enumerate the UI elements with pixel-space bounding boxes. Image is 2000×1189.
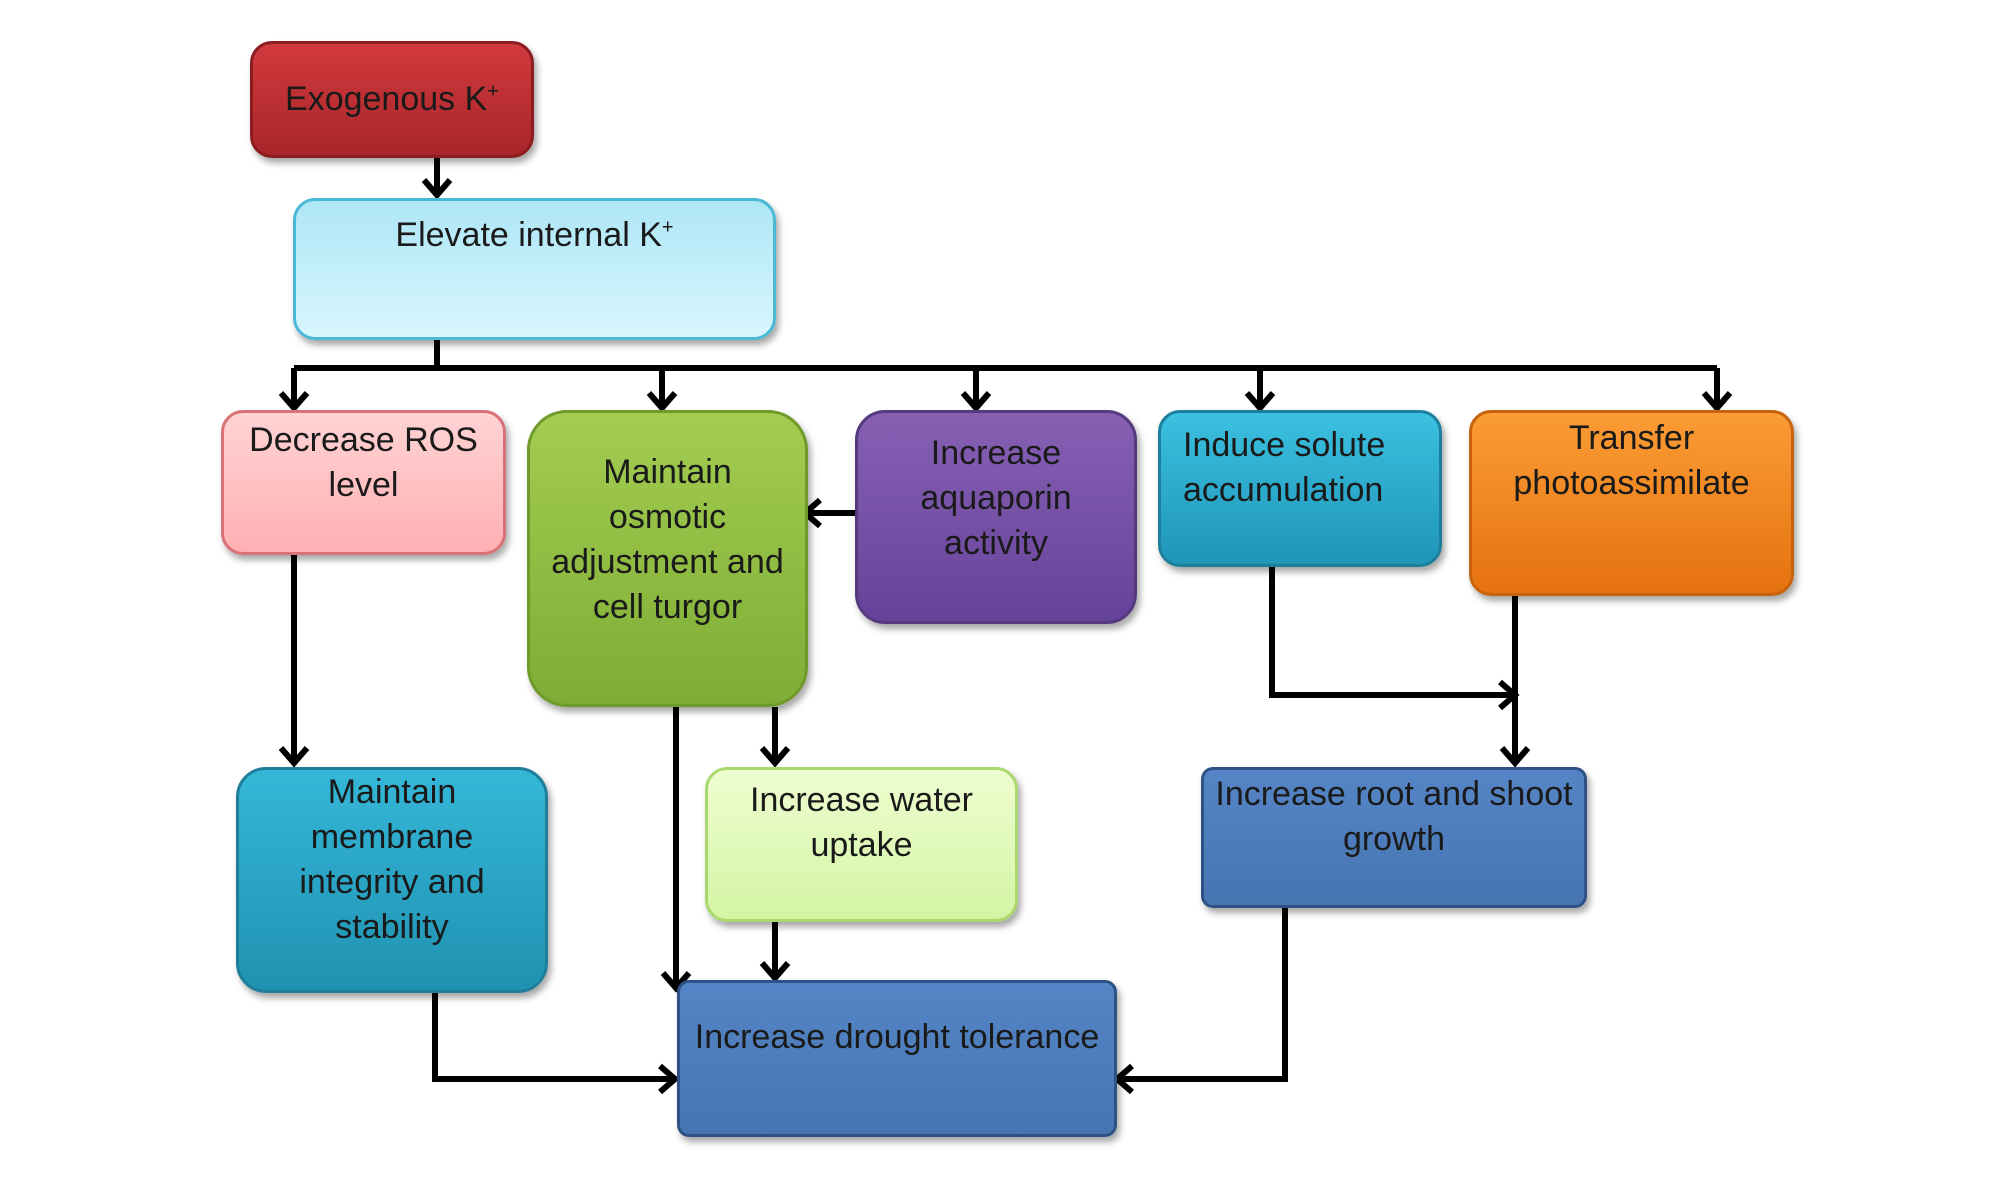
node-increase-drought-tolerance: Increase drought tolerance xyxy=(677,980,1117,1137)
arrowhead xyxy=(646,391,678,413)
node-increase-aquaporin: Increase aquaporin activity xyxy=(855,410,1137,624)
arrowhead xyxy=(1244,391,1276,413)
arrowhead xyxy=(660,971,692,993)
node-decrease-ros-label: Decrease ROS level xyxy=(249,421,478,504)
arrowhead xyxy=(1499,746,1531,768)
arrowhead xyxy=(658,1063,680,1095)
node-induce-solute-label: Induce solute accumulation xyxy=(1183,426,1386,509)
arrowhead xyxy=(278,746,310,768)
node-elevate-internal-k: Elevate internal K+ xyxy=(293,198,776,340)
arrowhead xyxy=(759,961,791,983)
node-induce-solute: Induce solute accumulation xyxy=(1158,410,1442,567)
node-transfer-photoassimilate: Transfer photoassimilate xyxy=(1469,410,1794,596)
arrow-solute-to-merge xyxy=(1269,567,1512,698)
node-exogenous-k-label: Exogenous K xyxy=(285,80,488,119)
arrowhead xyxy=(759,746,791,768)
arrow-membrane-to-drought xyxy=(432,993,672,1082)
superscript-plus: + xyxy=(487,80,499,103)
node-increase-aquaporin-label: Increase aquaporin activity xyxy=(920,434,1072,562)
node-maintain-osmotic-label: Maintain osmotic adjustment and cell tur… xyxy=(551,453,784,626)
arrowhead xyxy=(960,391,992,413)
node-increase-root-shoot: Increase root and shoot growth xyxy=(1201,767,1587,908)
node-elevate-label: Elevate internal K xyxy=(395,216,662,254)
node-increase-water-label: Increase water uptake xyxy=(750,781,973,864)
arrowhead xyxy=(1701,391,1733,413)
node-increase-root-label: Increase root and shoot growth xyxy=(1215,775,1573,858)
node-transfer-photo-label: Transfer photoassimilate xyxy=(1513,419,1750,502)
node-increase-drought-label: Increase drought tolerance xyxy=(694,1018,1100,1056)
node-exogenous-k: Exogenous K+ xyxy=(250,41,534,158)
superscript-plus: + xyxy=(661,216,674,239)
node-increase-water-uptake: Increase water uptake xyxy=(705,767,1018,922)
node-maintain-membrane-label: Maintain membrane integrity and stabilit… xyxy=(299,773,485,946)
arrowhead xyxy=(278,391,310,413)
arrow-root-to-drought xyxy=(1120,908,1288,1082)
arrowhead xyxy=(421,178,453,200)
node-maintain-osmotic: Maintain osmotic adjustment and cell tur… xyxy=(527,410,808,707)
node-decrease-ros: Decrease ROS level xyxy=(221,410,506,555)
node-maintain-membrane: Maintain membrane integrity and stabilit… xyxy=(236,767,548,993)
arrowhead xyxy=(1112,1063,1134,1095)
